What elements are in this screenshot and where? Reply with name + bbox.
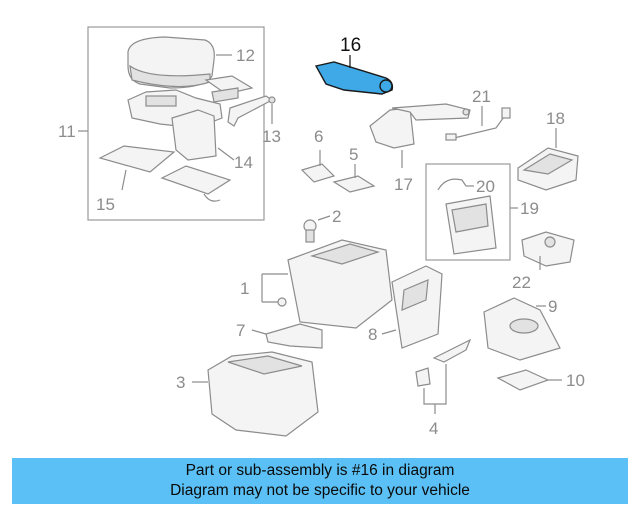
callout-15[interactable]: 15 — [96, 195, 115, 214]
part-10-mat[interactable] — [496, 369, 550, 391]
callout-9[interactable]: 9 — [548, 297, 557, 316]
part-14-lid-base[interactable] — [127, 89, 223, 161]
part-15-tray[interactable] — [98, 145, 232, 202]
callout-4[interactable]: 4 — [429, 419, 438, 438]
callout-14[interactable]: 14 — [234, 153, 253, 172]
part-8-trim-panel[interactable] — [391, 265, 443, 349]
part-21-cable[interactable] — [445, 107, 511, 141]
callout-16[interactable]: 16 — [340, 35, 361, 56]
callout-5[interactable]: 5 — [349, 145, 358, 164]
callout-7[interactable]: 7 — [236, 321, 245, 340]
part-1-console-body[interactable] — [277, 239, 393, 329]
banner-line-2: Diagram may not be specific to your vehi… — [170, 482, 470, 499]
part-5-pad[interactable] — [332, 175, 376, 193]
part-16-highlighted[interactable] — [314, 61, 394, 95]
callout-1[interactable]: 1 — [240, 279, 249, 298]
callout-22[interactable]: 22 — [512, 273, 531, 292]
callout-18[interactable]: 18 — [546, 109, 565, 128]
part-18-module[interactable] — [517, 147, 579, 191]
part-20-switch-module[interactable] — [437, 178, 497, 255]
part-22-bracket[interactable] — [521, 231, 575, 267]
callout-11[interactable]: 11 — [58, 122, 76, 141]
callout-6[interactable]: 6 — [314, 127, 323, 146]
callout-2[interactable]: 2 — [332, 207, 341, 226]
part-6-pad[interactable] — [300, 163, 336, 183]
info-banner: Part or sub-assembly is #16 in diagram D… — [12, 458, 628, 504]
callout-19[interactable]: 19 — [520, 199, 539, 218]
banner-line-1: Part or sub-assembly is #16 in diagram — [185, 462, 455, 479]
callout-3[interactable]: 3 — [176, 373, 185, 392]
group-box-19 — [425, 163, 511, 261]
callout-20[interactable]: 20 — [476, 177, 495, 196]
callout-13[interactable]: 13 — [262, 127, 281, 146]
callout-10[interactable]: 10 — [566, 371, 585, 390]
callout-21[interactable]: 21 — [472, 87, 491, 106]
part-4-clips[interactable] — [415, 338, 472, 387]
part-13-bracket[interactable] — [227, 95, 276, 127]
callout-8[interactable]: 8 — [368, 325, 377, 344]
part-12-armrest-lid[interactable] — [127, 36, 215, 89]
part-2-screw[interactable] — [303, 219, 317, 243]
callout-17[interactable]: 17 — [394, 175, 413, 194]
part-7-bracket[interactable] — [265, 323, 323, 349]
callout-12[interactable]: 12 — [236, 46, 255, 65]
part-9-cupholder[interactable] — [483, 297, 561, 361]
part-3-lower-housing[interactable] — [207, 351, 319, 437]
group-box-11 — [87, 26, 265, 221]
part-17-bracket-assembly[interactable] — [369, 103, 471, 149]
parts-diagram: 11 12 14 13 15 16 — [58, 26, 585, 438]
part-latch-bracket[interactable] — [204, 75, 254, 103]
